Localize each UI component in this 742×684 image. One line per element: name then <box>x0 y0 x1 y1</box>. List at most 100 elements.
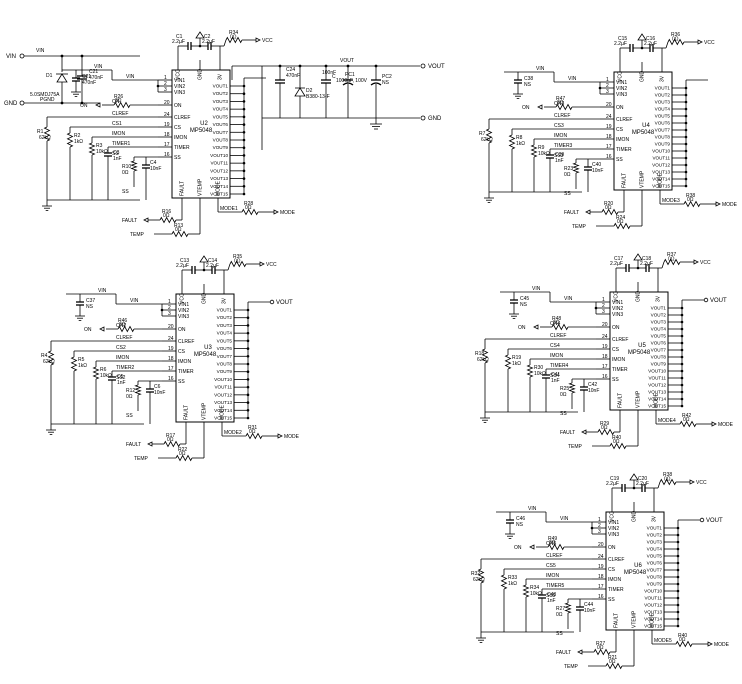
pin-label-vout10: VOUT10 <box>648 369 666 374</box>
vcc-cap-1-ref: C19 <box>610 476 619 482</box>
pin-label-timer: TIMER <box>616 147 632 153</box>
left-part-value: 1kΩ <box>516 141 525 147</box>
pin-label-vout9: VOUT9 <box>213 145 229 150</box>
pin-label-vout10: VOUT10 <box>652 149 670 154</box>
power-stage-u5: U5MP5048VIN11VINVIN22VIN33ON20ON4CLREF24… <box>475 252 734 450</box>
mode-arrow <box>715 201 721 207</box>
ss-cap-ref: C40 <box>592 162 601 168</box>
fault-res-value: 0Ω <box>601 425 608 431</box>
fault-resistor <box>593 648 611 656</box>
fault-arrow <box>143 217 149 223</box>
pin-label-timer: TIMER <box>178 369 194 375</box>
ss-cap-value: 10nF <box>150 166 161 172</box>
temp-res-value: 0Ω <box>175 227 182 233</box>
pc2-ref: PC2 <box>382 74 392 80</box>
ss-cap-ref: C44 <box>584 602 593 608</box>
net-label: VIN <box>564 296 573 302</box>
pgnd-net-label: PGND <box>40 97 55 103</box>
pin-label-vout8: VOUT8 <box>217 362 233 367</box>
fault-arrow <box>147 441 153 447</box>
pin-label-vout2: VOUT2 <box>647 533 663 538</box>
ss-res-value: 0Ω <box>556 612 563 618</box>
vout-port-label: VOUT <box>428 64 445 70</box>
net-label: VIN <box>130 298 139 304</box>
pin-label-3v: 3V <box>218 73 224 80</box>
pin-number: 17 <box>602 364 608 370</box>
mode-resistor <box>683 200 701 208</box>
ground-arrow <box>629 473 639 481</box>
input-cap-value: NS <box>86 304 94 310</box>
ss-resistor <box>572 162 580 174</box>
left-part-value: 10kΩ <box>100 373 112 379</box>
vcc-net-label: VCC <box>700 260 711 266</box>
net-label: TIMER3 <box>554 143 573 149</box>
pin-label-vout7: VOUT7 <box>651 348 667 353</box>
pin-label-gnd: GND <box>640 71 646 83</box>
net-label: CLREF <box>112 111 128 117</box>
pin-label-cs: CS <box>608 567 616 573</box>
pin-label-vout7: VOUT7 <box>213 130 229 135</box>
pin-label-vtemp: VTEMP <box>202 402 208 420</box>
mode-out-net-label: MODE <box>718 422 734 428</box>
pin-label-vout7: VOUT7 <box>217 354 233 359</box>
pin-label-clref: CLREF <box>608 557 624 563</box>
pin-label-gnd: GND <box>198 69 204 81</box>
ic-body <box>609 291 669 411</box>
mode-out-net-label: MODE <box>284 434 300 440</box>
vcc-cap-2-ref: C18 <box>642 256 651 262</box>
pin-label-imon: IMON <box>608 577 621 583</box>
pin-number: 16 <box>598 594 604 600</box>
fault-res-value: 0Ω <box>163 213 170 219</box>
net-label: TIMER5 <box>546 583 565 589</box>
pc1-value: 1000µF, 100V <box>336 78 368 84</box>
vout-terminal <box>269 299 275 305</box>
c24-ref: C24 <box>286 67 295 73</box>
vcc-cap-2-value: 2.2µF <box>202 39 215 45</box>
mode-res-value: 0Ω <box>683 417 690 423</box>
fault-res-ref: R16 <box>162 209 171 215</box>
net-label: CS5 <box>546 563 556 569</box>
net-label: VIN <box>560 516 569 522</box>
left-part-value: 1kΩ <box>78 363 87 369</box>
on-arrow <box>529 544 535 550</box>
temp-resistor <box>171 230 189 238</box>
pin-label-ss: SS <box>616 157 623 163</box>
pin-label-on: ON <box>616 105 624 111</box>
left-part-ref: R18 <box>475 351 484 357</box>
pin-label-vout3: VOUT3 <box>217 323 233 328</box>
vcc-cap-1-ref: C1 <box>176 34 183 40</box>
net-label: TIMER4 <box>550 363 569 369</box>
vcc-cap-1-value: 2.2µF <box>172 39 185 45</box>
mode-resistor <box>241 208 259 216</box>
pin-number: 1 <box>602 297 605 303</box>
on-arrow <box>533 324 539 330</box>
pin-label-vout8: VOUT8 <box>647 575 663 580</box>
pc2-value: NS <box>382 80 390 86</box>
vin-port-terminal <box>19 53 25 59</box>
pin-label-ss: SS <box>612 377 619 383</box>
mode-res-value: 0Ω <box>249 429 256 435</box>
ic-body <box>613 71 673 191</box>
pin-label-vin3: VIN3 <box>178 314 189 320</box>
input-cap-value: NS <box>524 82 532 88</box>
pin-label-vcc: VCC <box>176 69 182 80</box>
net-label: IMON <box>112 131 125 137</box>
mode-net-label: MODE5 <box>654 638 672 644</box>
resistor-r32 <box>477 568 485 584</box>
temp-res-ref: R21 <box>608 655 617 661</box>
pin-label-vout13: VOUT13 <box>214 400 232 405</box>
vcc-cap-2-ref: C20 <box>638 476 647 482</box>
vcc-cap-2-ref: C16 <box>646 36 655 42</box>
mode-out-net-label: MODE <box>722 202 738 208</box>
vcc-cap-2-value: 2.2µF <box>644 41 657 47</box>
vout-net-label: VOUT <box>706 518 723 524</box>
fault-arrow <box>577 649 583 655</box>
vin-net-label: VIN <box>536 66 545 72</box>
mode-resistor <box>245 432 263 440</box>
pin-label-vtemp: VTEMP <box>632 610 638 628</box>
ic-part-number: MP5048 <box>628 350 651 356</box>
net-label: CLREF <box>116 335 132 341</box>
ic-ref: U2 <box>200 121 208 127</box>
pin-label-vtemp: VTEMP <box>640 170 646 188</box>
left-part-ref: R5 <box>78 357 85 363</box>
